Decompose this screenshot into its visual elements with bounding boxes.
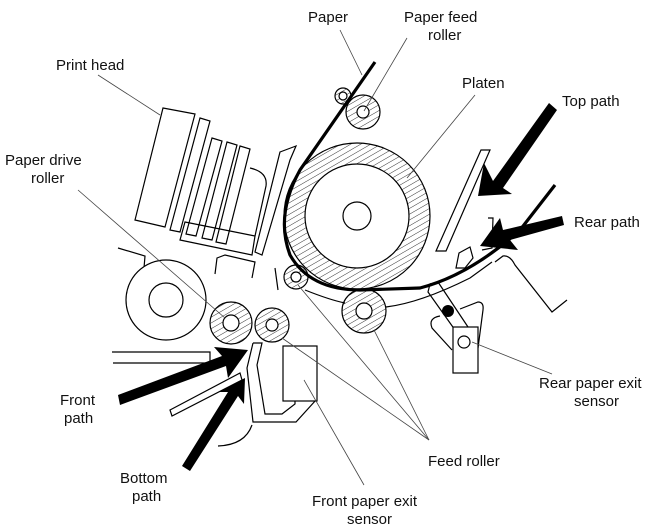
label-paper-feed-roller-2: roller — [428, 27, 461, 44]
label-feed-roller: Feed roller — [428, 453, 500, 470]
label-front-paper-exit-sensor-1: Front paper exit — [312, 493, 418, 510]
leader-lines — [77, 29, 553, 486]
label-rear-path: Rear path — [574, 214, 640, 231]
rear-guide — [421, 149, 568, 351]
label-print-head: Print head — [56, 57, 124, 74]
pivot-dot — [442, 305, 454, 317]
label-front-path-2: path — [64, 410, 93, 427]
paper-feed-roller — [334, 87, 381, 130]
label-paper-drive-roller-1: Paper drive — [5, 152, 82, 169]
label-paper: Paper — [308, 9, 348, 26]
platen — [283, 142, 431, 290]
label-rear-paper-exit-sensor-1: Rear paper exit — [539, 375, 642, 392]
label-paper-feed-roller-line1: Paper feed — [404, 9, 477, 26]
rear-path-arrow — [480, 216, 564, 250]
label-paper-feed-roller: Paper feed — [404, 9, 477, 26]
front-tray — [112, 342, 318, 447]
print-head — [134, 107, 298, 256]
label-top-path: Top path — [562, 93, 620, 110]
left-frame — [117, 247, 256, 341]
label-front-paper-exit-sensor-2: sensor — [347, 511, 392, 528]
bottom-path-arrow — [182, 378, 245, 471]
label-platen: Platen — [462, 75, 505, 92]
label-bottom-path-2: path — [132, 488, 161, 505]
paper-drive-roller — [209, 301, 290, 345]
label-rear-paper-exit-sensor-2: sensor — [574, 393, 619, 410]
front-path-arrow — [118, 347, 248, 405]
feed-rollers — [274, 261, 493, 334]
label-bottom-path-1: Bottom — [120, 470, 168, 487]
paper-sheet — [282, 61, 557, 292]
label-paper-drive-roller-2: roller — [31, 170, 64, 187]
top-path-arrow — [478, 103, 557, 196]
rear-paper-exit-sensor — [452, 326, 479, 374]
label-front-path-1: Front — [60, 392, 96, 409]
